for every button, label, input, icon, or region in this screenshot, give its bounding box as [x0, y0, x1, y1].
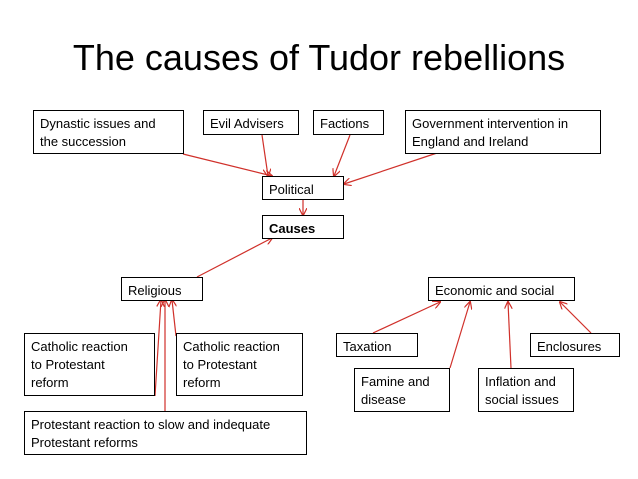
node-inflation-social: Inflation and social issues — [478, 368, 574, 412]
arrow-taxation-to-economic — [372, 302, 440, 334]
node-government: Government intervention in England and I… — [405, 110, 601, 154]
arrow-religious-to-causes — [196, 238, 272, 278]
diagram-title: The causes of Tudor rebellions — [72, 37, 566, 78]
node-enclosures: Enclosures — [530, 333, 620, 357]
node-protestant-reaction: Protestant reaction to slow and indequat… — [24, 411, 307, 455]
arrow-catholic1-to-religious — [154, 300, 161, 397]
node-economic-social: Economic and social — [428, 277, 575, 301]
arrow-factions-to-political — [334, 134, 351, 176]
arrow-enclosures-to-economic — [560, 302, 592, 334]
node-catholic-reaction-2: Catholic reaction to Protestant reform — [176, 333, 303, 396]
arrow-dynastic-to-political — [182, 153, 272, 176]
arrow-famine-to-economic — [449, 302, 470, 369]
node-factions: Factions — [313, 110, 384, 135]
node-catholic-reaction-1: Catholic reaction to Protestant reform — [24, 333, 155, 396]
arrow-evil-advisers-to-political — [261, 134, 268, 176]
node-dynastic: Dynastic issues and the succession — [33, 110, 184, 154]
node-religious: Religious — [121, 277, 203, 301]
node-causes: Causes — [262, 215, 344, 239]
arrow-inflation-to-economic — [508, 302, 511, 369]
node-evil-advisers: Evil Advisers — [203, 110, 299, 135]
arrow-government-to-political — [344, 152, 438, 184]
arrow-catholic2-to-religious — [172, 300, 176, 337]
node-political: Political — [262, 176, 344, 200]
node-taxation: Taxation — [336, 333, 418, 357]
node-famine-disease: Famine and disease — [354, 368, 450, 412]
